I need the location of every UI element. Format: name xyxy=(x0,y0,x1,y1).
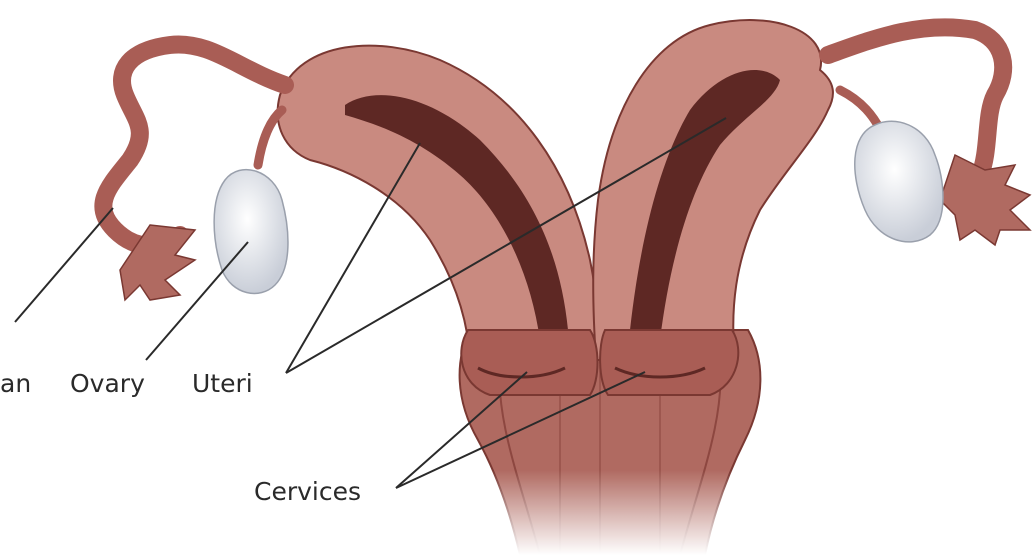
right-ovary xyxy=(855,121,943,242)
tube-leader-line xyxy=(15,208,113,322)
uteri-leader-line-left xyxy=(286,143,420,373)
left-uterus xyxy=(278,46,599,360)
cervices-label: Cervices xyxy=(254,479,361,504)
fallopian-tube-label-partial: an xyxy=(0,371,31,396)
left-ovary xyxy=(214,170,288,294)
right-uterus xyxy=(593,20,833,360)
ovary-label: Ovary xyxy=(70,371,145,396)
uteri-label: Uteri xyxy=(192,371,253,396)
